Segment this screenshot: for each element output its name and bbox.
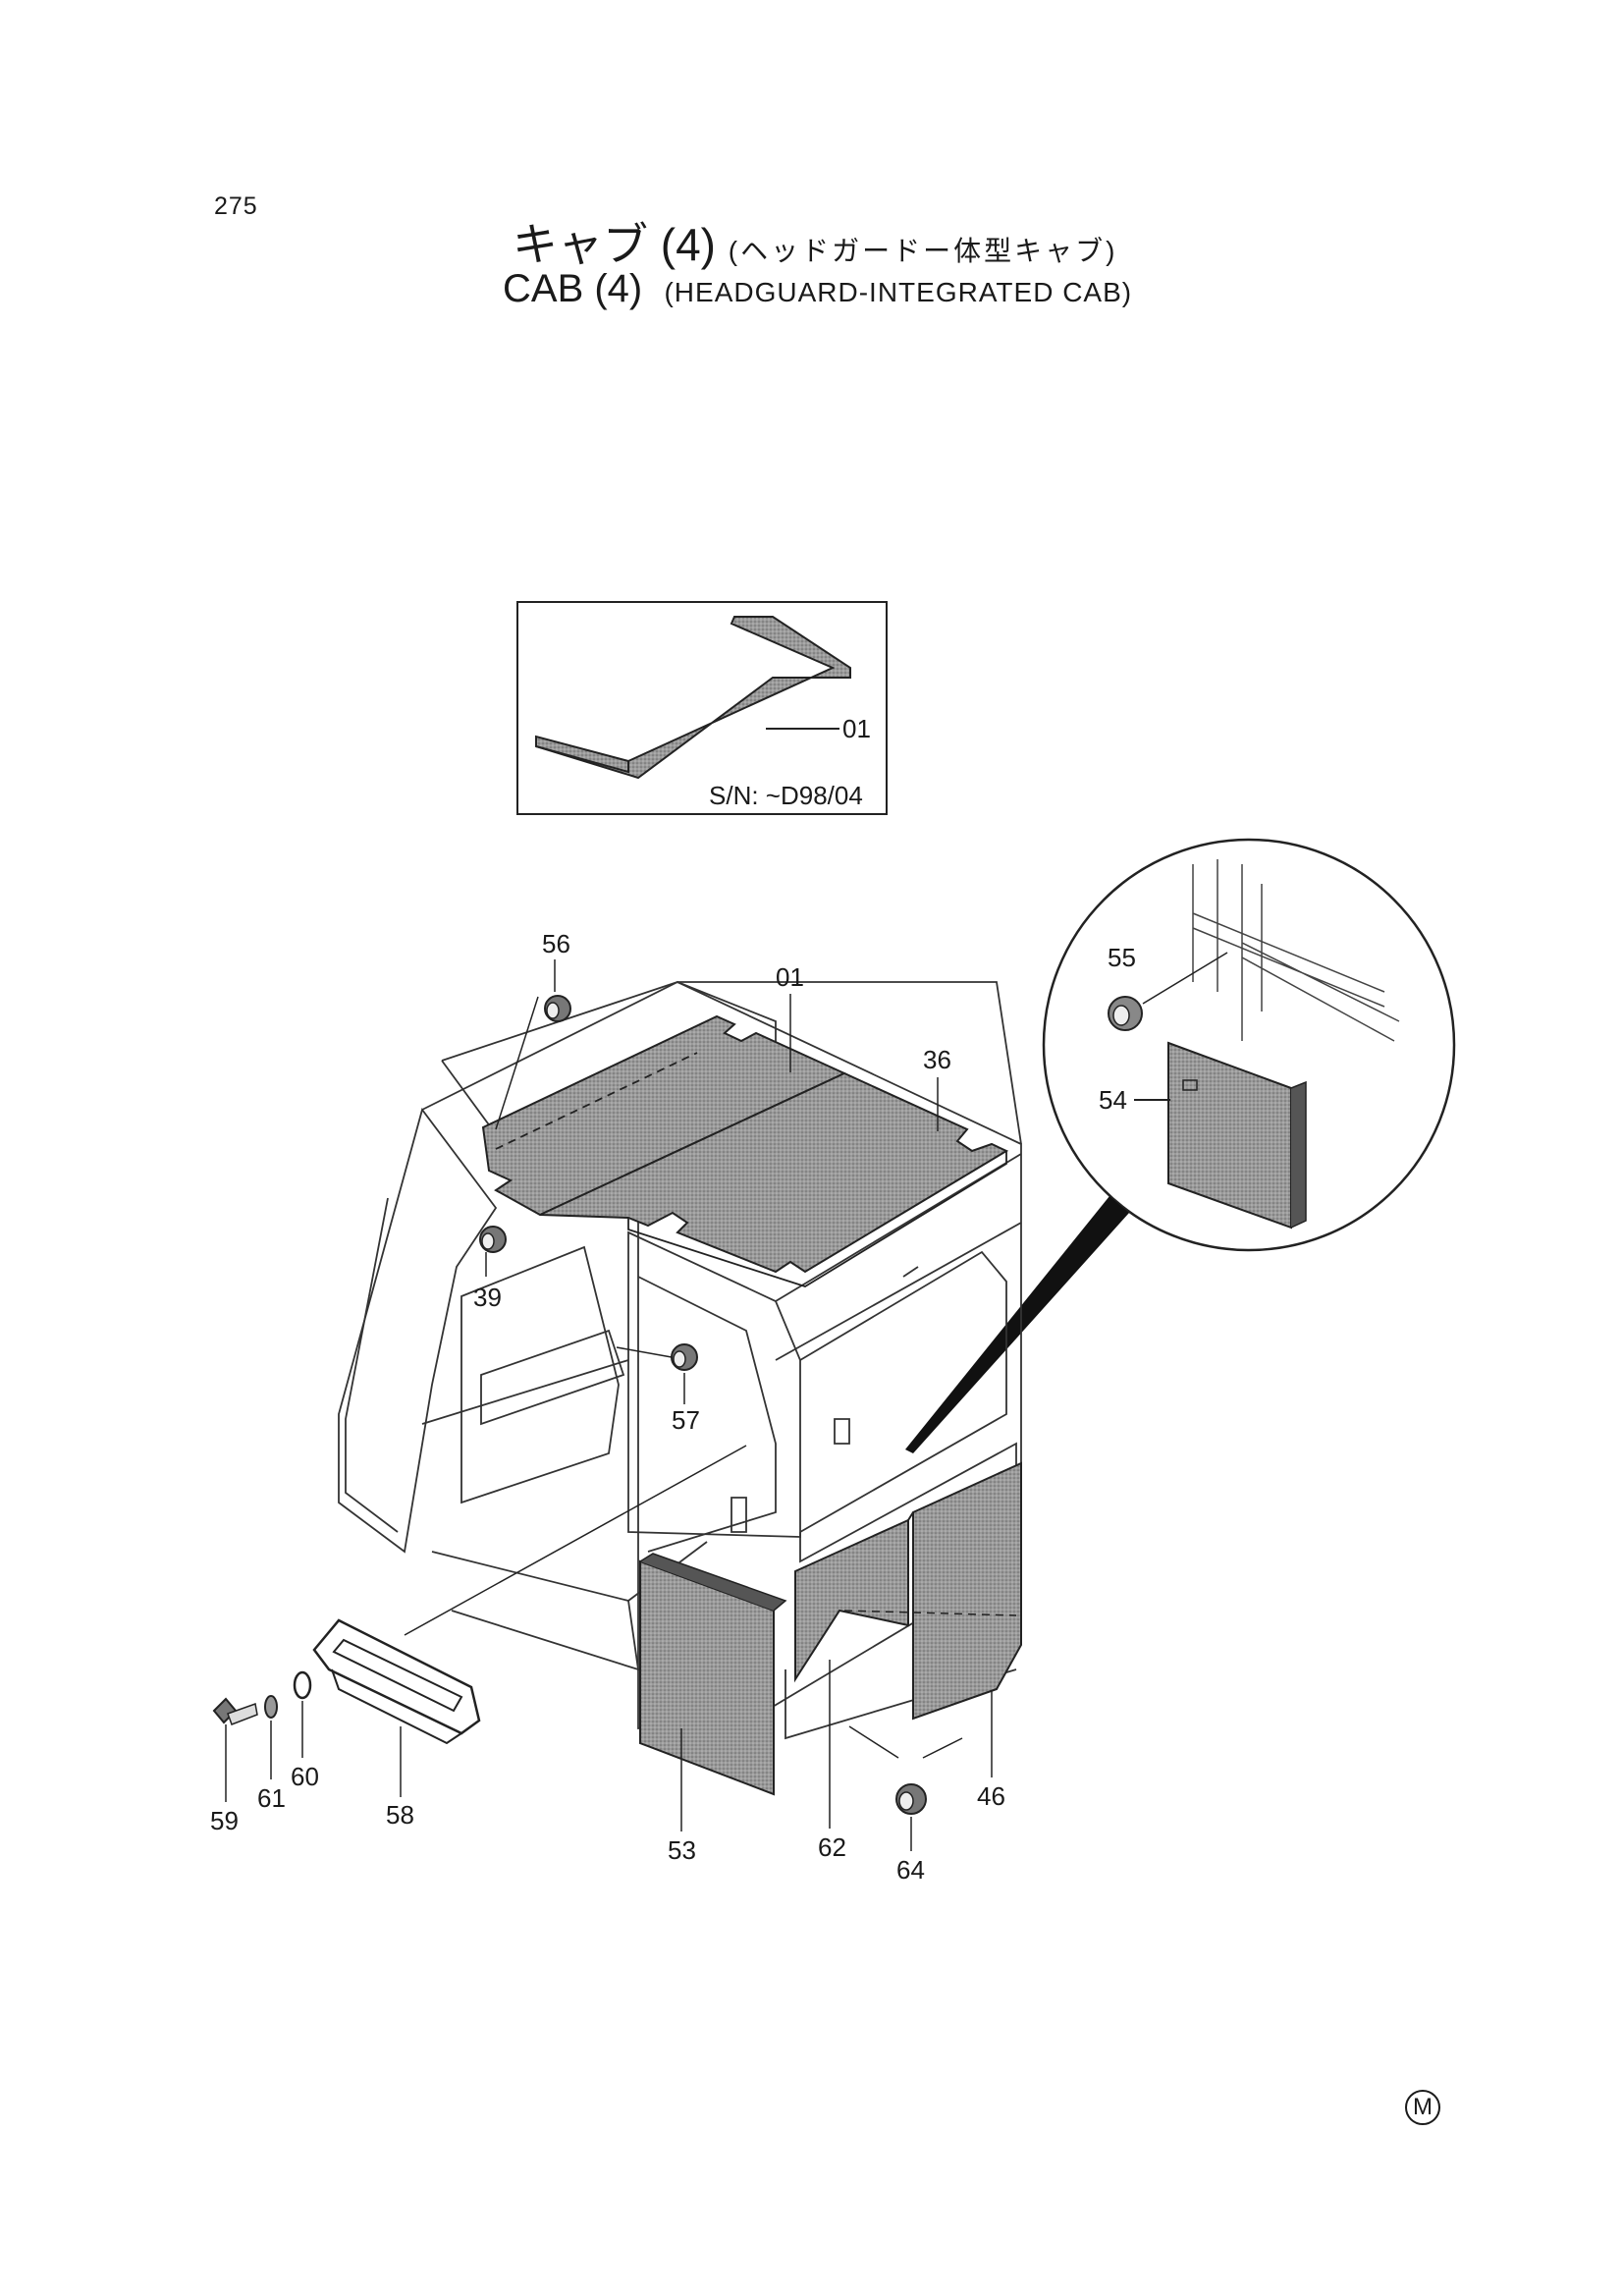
callout-62: 62 <box>818 1832 846 1862</box>
callout-60: 60 <box>291 1762 319 1791</box>
grommet-56 <box>544 995 571 1022</box>
callout-39: 39 <box>473 1283 502 1312</box>
cab-frame <box>338 981 1022 1740</box>
title-en-sub: (HEADGUARD-INTEGRATED CAB) <box>664 277 1133 307</box>
inset-headguard-pad <box>535 616 851 780</box>
detail-label-54: 54 <box>1099 1085 1127 1115</box>
callout-36: 36 <box>923 1045 951 1074</box>
inset-label-01: 01 <box>842 714 871 743</box>
grommet-64 <box>895 1783 927 1815</box>
panel-53 <box>639 1553 787 1796</box>
inset-serial-note: S/N: ~D98/04 <box>709 781 863 810</box>
callout-46: 46 <box>977 1781 1005 1811</box>
panel-62 <box>794 1518 909 1683</box>
title-en-main: CAB (4) <box>503 267 643 310</box>
vent-cover-58 <box>312 1618 481 1745</box>
bolt-59 <box>212 1697 258 1725</box>
title-jp-main: キャブ (4) <box>513 219 716 270</box>
grommet-39 <box>479 1226 507 1253</box>
grommet-57 <box>671 1343 698 1371</box>
washer-61 <box>264 1695 278 1719</box>
callout-01: 01 <box>776 962 804 992</box>
washer-60 <box>293 1670 312 1700</box>
roof-pad-36 <box>539 1071 1009 1287</box>
leader-lines <box>225 959 993 1851</box>
detail-circle: 55 54 <box>1042 838 1456 1252</box>
callout-59: 59 <box>210 1806 239 1835</box>
title-japanese: キャブ (4) (ヘッドガードー体型キャブ) <box>513 209 1117 274</box>
callout-57: 57 <box>672 1405 700 1435</box>
grommet-55 <box>1108 996 1143 1031</box>
title-jp-sub: (ヘッドガードー体型キャブ) <box>728 236 1118 266</box>
callout-56: 56 <box>542 929 570 958</box>
inset-box: 01 S/N: ~D98/04 <box>516 601 888 815</box>
page-number: 275 <box>214 192 258 220</box>
callout-53: 53 <box>668 1835 696 1865</box>
manufacturer-mark: M <box>1405 2090 1440 2125</box>
callout-64: 64 <box>896 1855 925 1885</box>
callout-61: 61 <box>257 1783 286 1813</box>
detail-pointer <box>905 1196 1129 1453</box>
title-english: CAB (4) (HEADGUARD-INTEGRATED CAB) <box>503 267 1132 311</box>
detail-label-55: 55 <box>1108 943 1136 972</box>
panel-46 <box>843 1461 1022 1721</box>
callout-58: 58 <box>386 1800 414 1830</box>
roof-pad-01 <box>481 1014 847 1217</box>
